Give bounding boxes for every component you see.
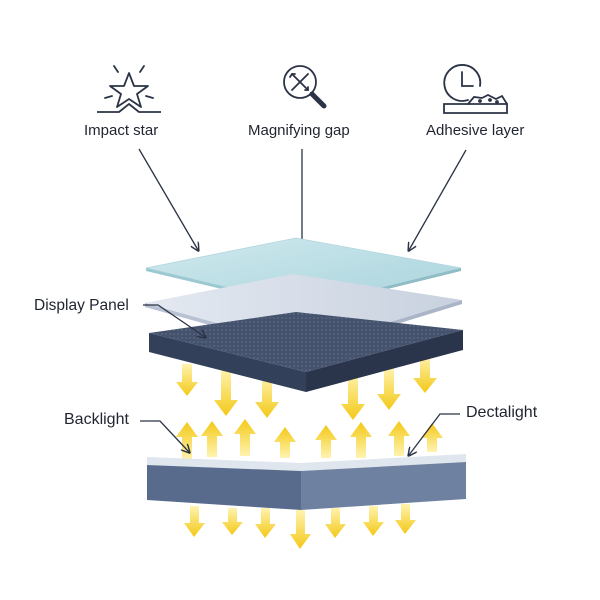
magnifying-gap-label: Magnifying gap (248, 122, 350, 139)
dectalight-label: Dectalight (466, 404, 538, 421)
display-panel-leader (143, 304, 205, 337)
star-impact-icon (97, 65, 161, 113)
backlight-front (147, 465, 301, 510)
light-arrows-down (176, 355, 437, 420)
dectalight-leader (409, 413, 460, 455)
impact-star-label: Impact star (84, 122, 159, 139)
backlight-top (147, 454, 466, 471)
magnifier-icon (283, 65, 327, 109)
light-arrows-bottom (184, 504, 416, 549)
clock-adhesive-icon (443, 64, 508, 114)
display-panel-label: Display Panel (34, 297, 129, 314)
display-sheet-layer (145, 274, 462, 348)
backlight-right (301, 462, 466, 510)
display-panel-front (149, 333, 306, 392)
backlight-label: Backlight (64, 411, 129, 428)
impact-leader-arrow (138, 148, 198, 250)
display-panel-right (306, 330, 463, 392)
backlight-leader (140, 420, 189, 452)
adhesive-layer-label: Adhesive layer (426, 122, 525, 139)
leader-arrows-side (140, 304, 460, 455)
display-panel-texture (149, 312, 463, 372)
adhesive-leader-arrow (409, 149, 467, 250)
light-arrows-up (176, 419, 443, 460)
